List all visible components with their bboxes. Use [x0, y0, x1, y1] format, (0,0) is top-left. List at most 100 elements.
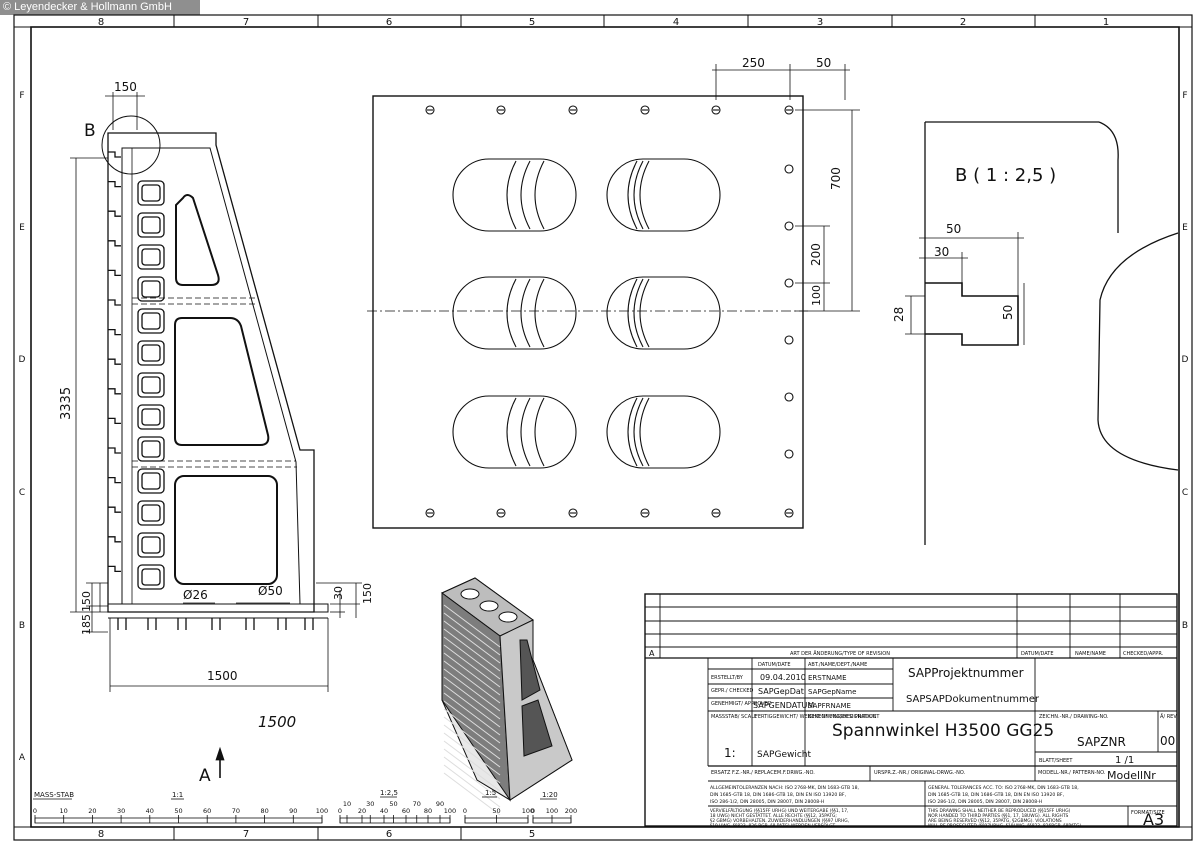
scale-title: MASS-STAB [34, 791, 74, 799]
front-view [367, 95, 808, 529]
row-label: E [19, 223, 25, 233]
side-window-middle [174, 317, 270, 446]
pocket-outer [137, 340, 165, 366]
pocket-inner [141, 536, 161, 554]
detail-view-b [905, 121, 1179, 545]
scale-tick-label: 0 [338, 807, 342, 815]
weight-value: SAPGewicht [757, 750, 811, 760]
slot-tooth [108, 565, 121, 573]
copyright-en-line: THIS DRAWING SHALL NEITHER BE REPRODUCED… [927, 808, 1071, 814]
base-slot [211, 618, 221, 630]
drawing-frame [13, 14, 1193, 841]
scale-label: 1:1 [172, 791, 183, 799]
scale-tick-label: 40 [380, 807, 388, 815]
scale-tick-label: 100 [444, 807, 456, 815]
bolt-hole-bottom [496, 508, 506, 518]
col-label: 1 [1103, 17, 1109, 28]
slot-arc [520, 160, 531, 230]
label-designation: BENENNUNG/DESIGNATION [808, 714, 877, 720]
bolt-hole-right [784, 392, 794, 402]
copyright-de-line: §19 UWG, §§823, 826 BGB, §8 PATG) WERDEN… [710, 823, 836, 829]
format-size: A3 [1143, 810, 1164, 829]
pocket-outer [137, 244, 165, 270]
iso-slot-line [443, 636, 501, 680]
iso-slot-line [443, 660, 501, 704]
dim-label: 185 [80, 614, 93, 635]
pocket-inner [141, 504, 161, 522]
dim-label: Ø50 [258, 584, 283, 598]
slot-tooth [108, 506, 121, 513]
detail-circle-b [101, 115, 161, 175]
genehmigt-date: SAPGENDATUM [753, 701, 814, 710]
scale-tick-label: 100 [522, 807, 534, 815]
scale-tick-label: 70 [232, 807, 240, 815]
base-slot [304, 618, 314, 630]
slot-tooth [108, 240, 121, 247]
row-label: D [1182, 355, 1189, 365]
scale-tick-label: 50 [492, 807, 500, 815]
iso-slot-line [443, 700, 501, 744]
slot-tooth [108, 180, 121, 188]
pocket-inner [141, 280, 161, 298]
geprueft-name: SAPGepName [808, 688, 856, 696]
slot-arc [633, 160, 644, 230]
pocket-inner [141, 376, 161, 394]
pocket-inner [141, 408, 161, 426]
row-label: D [19, 355, 26, 365]
label-replacement: ERSATZ F.Z.-NR./ REPLACEM.F.DRWG.-NO. [711, 770, 815, 776]
pocket-outer [137, 532, 165, 558]
scale-tick-label: 20 [358, 807, 366, 815]
scale-tick-label: 50 [174, 807, 182, 815]
label-genehmigt: GENEHMIGT/ APPROVED [711, 701, 772, 707]
drawing-number: SAPZNR [1077, 735, 1126, 749]
col-label: 8 [98, 17, 104, 28]
iso-slot-line [443, 676, 501, 720]
pocket-outer [137, 308, 165, 334]
pocket-outer [137, 468, 165, 494]
base-slot [177, 618, 187, 630]
detail-slot [925, 282, 1019, 346]
designation: Spannwinkel H3500 GG25 [832, 721, 1054, 741]
oblong-slot [452, 158, 577, 232]
pocket-outer [137, 212, 165, 238]
hole [496, 508, 506, 518]
pocket [137, 276, 165, 302]
slot-tooth [108, 388, 121, 395]
row-label: B [1182, 621, 1188, 631]
iso-slot-line [443, 692, 501, 736]
iso-slot-line [443, 644, 501, 688]
detail-view-labels: B ( 1 : 2,5 ) 50 30 28 50 [892, 165, 1056, 322]
row-label: B [19, 621, 25, 631]
copyright-de-line: §2 GBMG) VORBEHALTEN. ZUWIDERHANDLUNGEN … [710, 818, 849, 824]
slot-arc [534, 160, 545, 230]
slot-arc [520, 397, 531, 467]
copyright-de-line: 18 UWG) NICHT GESTATTET. ALLE RECHTE (§§… [710, 813, 837, 819]
dim-label: 700 [829, 167, 843, 190]
slot-tooth [108, 447, 121, 454]
erstellt-date: 09.04.2010 [760, 673, 806, 682]
copyright-en-line: WILL BE PROSECUTED (§§97URHG, §19UWG, §§… [928, 823, 1083, 829]
iso-slot-line [443, 652, 501, 696]
bolt-hole-right [784, 164, 794, 174]
slot-tooth [108, 328, 121, 336]
dim-label: 150 [80, 591, 93, 612]
slot-arc [627, 278, 638, 348]
base-slot [245, 618, 255, 630]
bolt-hole-top [568, 105, 578, 115]
copyright-en-line: ARE BEING RESERVED (§§12, 35PATG, §2GBMG… [928, 818, 1062, 824]
col-label: 7 [243, 829, 249, 840]
pocket-outer [137, 372, 165, 398]
bolt-hole-top [640, 105, 650, 115]
iso-slot-line [443, 684, 501, 728]
iso-slot-line [443, 620, 501, 664]
bolt-hole-top [425, 105, 435, 115]
slot-arc [506, 397, 517, 467]
iso-slot-line [443, 716, 501, 760]
front-view-labels: 250 50 700 200 100 [742, 56, 843, 306]
watermark-banner: © Leyendecker & Hollmann GmbH [0, 0, 200, 15]
label-erstellt: ERSTELLT/BY [711, 675, 744, 681]
oblong-slot [452, 276, 577, 350]
pocket-inner [141, 344, 161, 362]
base-slot [147, 618, 157, 630]
